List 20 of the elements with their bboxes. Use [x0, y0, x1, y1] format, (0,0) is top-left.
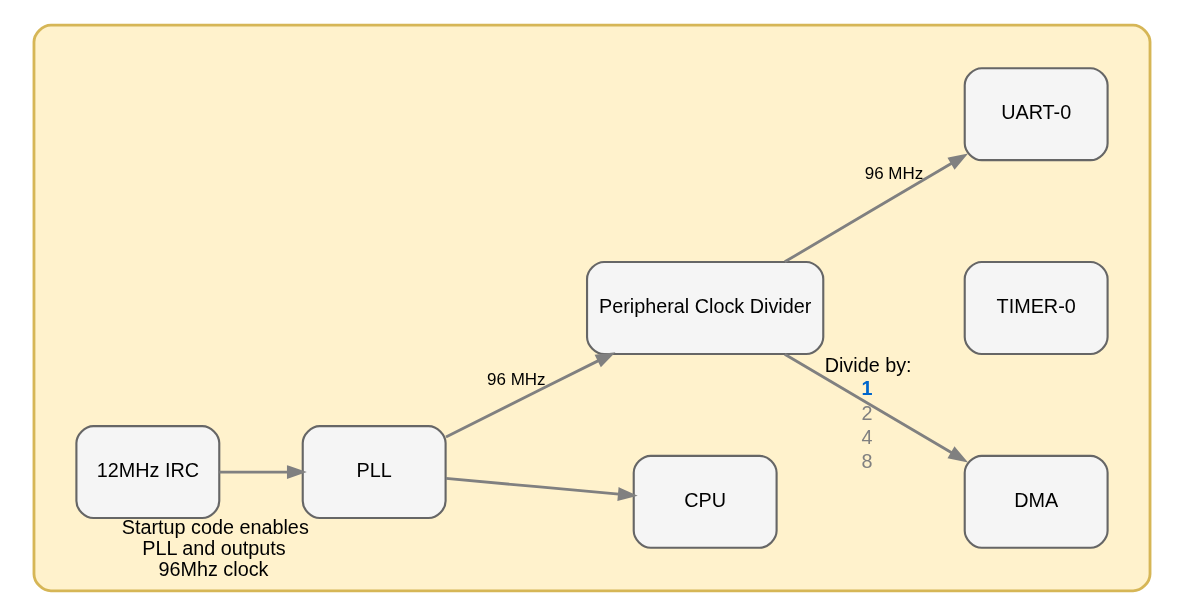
node-box: DMA — [963, 454, 1109, 549]
node-box: CPU — [632, 454, 778, 549]
node-label: Divide by: — [824, 353, 912, 376]
node-box: TIMER-0 — [963, 260, 1109, 356]
arrow — [783, 153, 968, 264]
node-label: 2 — [860, 402, 872, 425]
arrow — [444, 352, 615, 439]
edge-label: 96 MHz — [864, 163, 923, 183]
arrow — [218, 465, 307, 480]
node-box: PLL — [301, 425, 447, 520]
node-box: Peripheral Clock Divider — [585, 260, 824, 356]
arrow — [445, 477, 638, 501]
node-label: 4 — [860, 426, 872, 449]
node-label: 1 — [860, 376, 872, 399]
edge-label: 96 MHz — [486, 370, 546, 390]
arrow — [783, 352, 968, 463]
node-box: 12MHz IRC — [74, 425, 220, 520]
node-box: UART-0 — [963, 67, 1109, 162]
cluster — [32, 23, 1151, 593]
node-label: 8 — [860, 450, 872, 473]
